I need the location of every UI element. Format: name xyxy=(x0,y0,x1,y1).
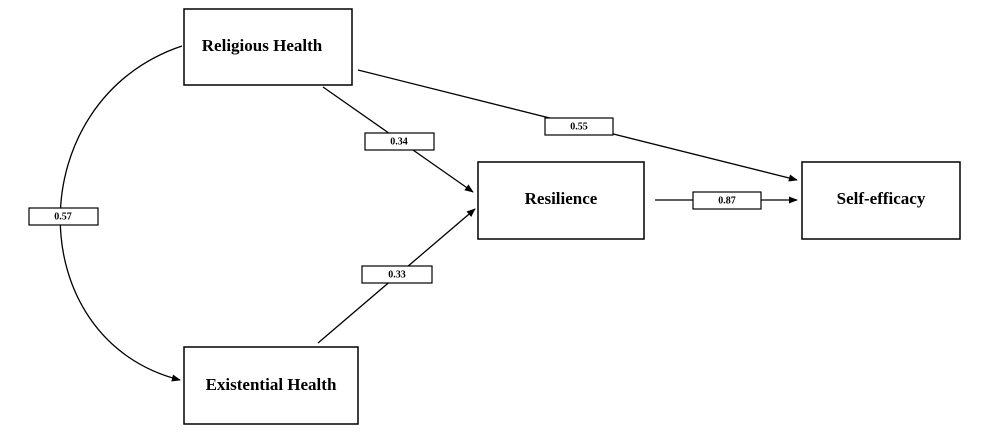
coef-religious-selfefficacy: 0.55 xyxy=(544,117,614,136)
node-resilience: Resilience xyxy=(477,161,645,240)
node-self-efficacy: Self-efficacy xyxy=(801,161,961,240)
node-existential-health: Existential Health xyxy=(183,346,359,425)
coef-religious-resilience-value: 0.34 xyxy=(390,136,408,147)
node-resilience-label: Resilience xyxy=(525,189,598,208)
coef-religious-existential-value: 0.57 xyxy=(54,211,72,222)
coef-religious-selfefficacy-value: 0.55 xyxy=(570,121,588,132)
coef-existential-resilience: 0.33 xyxy=(361,265,433,284)
node-self-efficacy-label: Self-efficacy xyxy=(837,189,926,208)
coef-resilience-selfefficacy: 0.87 xyxy=(692,191,762,210)
coef-existential-resilience-value: 0.33 xyxy=(388,269,406,280)
node-religious-health-label: Religious Health xyxy=(202,36,323,55)
coef-religious-existential: 0.57 xyxy=(28,207,99,226)
coef-resilience-selfefficacy-value: 0.87 xyxy=(718,195,736,206)
node-religious-health: Religious Health xyxy=(183,8,353,86)
coef-religious-resilience: 0.34 xyxy=(364,132,435,151)
node-existential-health-label: Existential Health xyxy=(206,375,337,394)
